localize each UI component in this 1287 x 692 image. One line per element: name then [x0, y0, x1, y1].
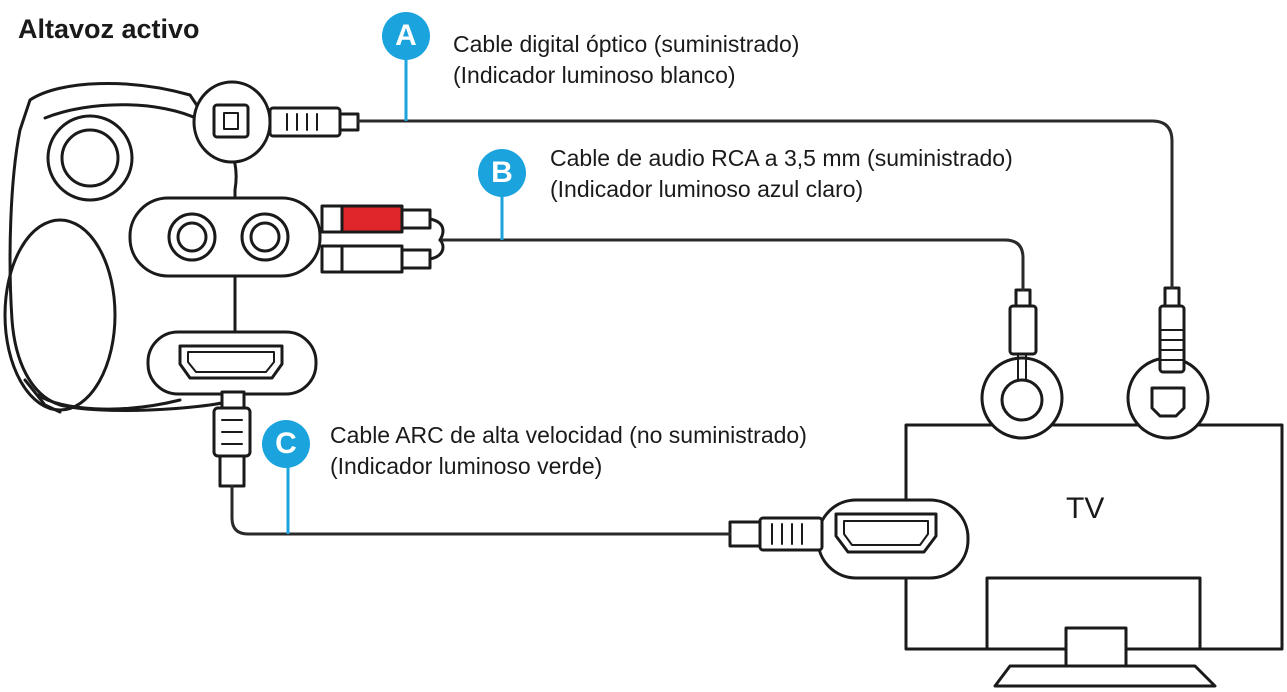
tv-audio-jack [980, 288, 1064, 440]
cable-c-caption: Cable ARC de alta velocidad (no suminist… [330, 420, 807, 482]
rca-plugs [320, 204, 445, 274]
tv-hdmi-port [728, 498, 970, 580]
cable-b-line1: Cable de audio RCA a 3,5 mm (suministrad… [550, 145, 1013, 171]
speaker-woofer [3, 218, 117, 412]
cable-a-line1: Cable digital óptico (suministrado) [453, 31, 800, 57]
badge-c: C [262, 420, 310, 468]
cable-a-line2: (Indicador luminoso blanco) [453, 62, 736, 88]
optical-cable [356, 119, 1174, 290]
optical-port [192, 80, 272, 164]
cable-a-caption: Cable digital óptico (suministrado) (Ind… [453, 29, 799, 91]
cable-c-line2: (Indicador luminoso verde) [330, 453, 603, 479]
hdmi-cable [230, 484, 732, 536]
speaker-body [3, 82, 238, 414]
hdmi-port-speaker [146, 330, 318, 396]
rca-cable [440, 238, 1025, 292]
tv-optical-jack [1126, 286, 1210, 440]
speaker-title: Altavoz activo [18, 14, 200, 44]
cable-b-caption: Cable de audio RCA a 3,5 mm (suministrad… [550, 143, 1013, 205]
cable-b-line2: (Indicador luminoso azul claro) [550, 176, 864, 202]
rca-jack-panel [128, 196, 322, 278]
cable-c-line1: Cable ARC de alta velocidad (no suminist… [330, 422, 807, 448]
hdmi-plug-speaker [212, 390, 252, 488]
speaker-tweeter [46, 114, 134, 202]
badge-a: A [382, 12, 430, 60]
optical-plug-speaker [268, 106, 360, 138]
badge-b: B [478, 149, 526, 197]
tv-label: TV [1066, 492, 1105, 525]
